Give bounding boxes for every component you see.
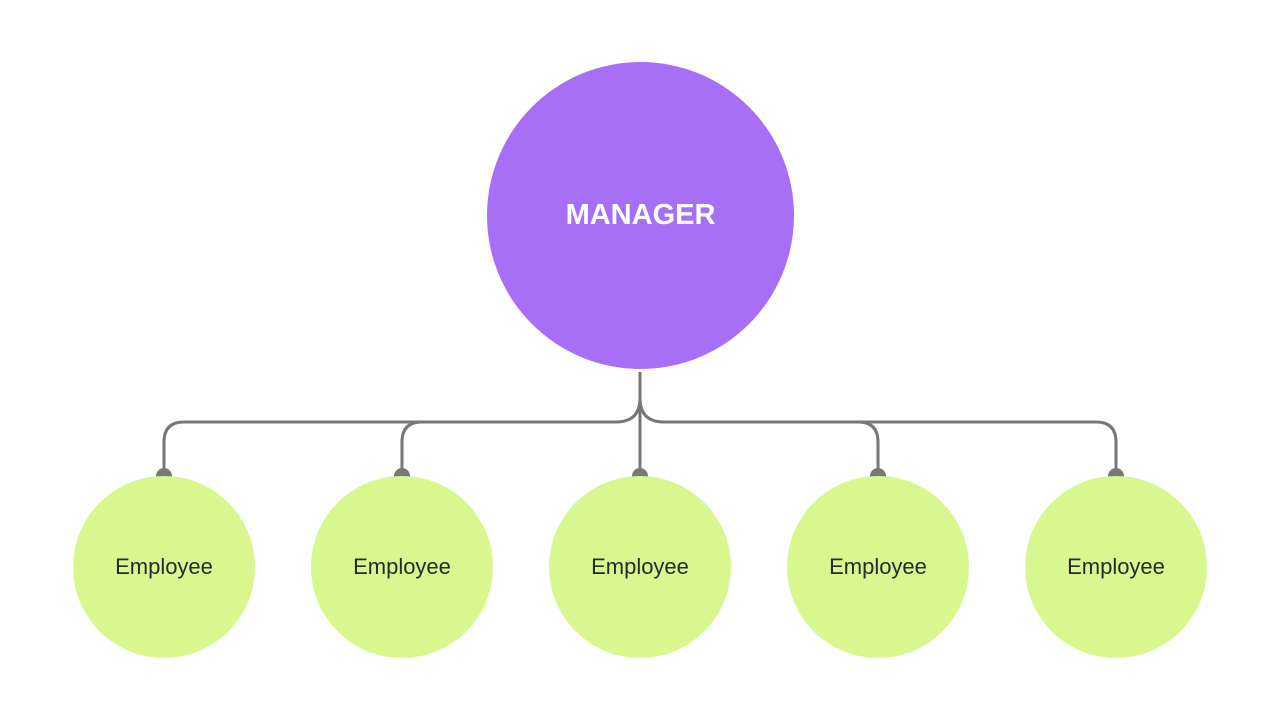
employee-label: Employee: [115, 554, 213, 579]
employee-label: Employee: [353, 554, 451, 579]
employee-label: Employee: [1067, 554, 1165, 579]
manager-node: MANAGER: [487, 62, 794, 369]
employee-label: Employee: [829, 554, 927, 579]
employee-node: Employee: [787, 476, 969, 658]
connector-left: [162, 397, 642, 476]
employee-node: Employee: [311, 476, 493, 658]
connector-right: [638, 397, 1118, 476]
employee-node: Employee: [1025, 476, 1207, 658]
employee-node: Employee: [549, 476, 731, 658]
employee-label: Employee: [591, 554, 689, 579]
employee-node: Employee: [73, 476, 255, 658]
manager-label: MANAGER: [565, 199, 716, 231]
